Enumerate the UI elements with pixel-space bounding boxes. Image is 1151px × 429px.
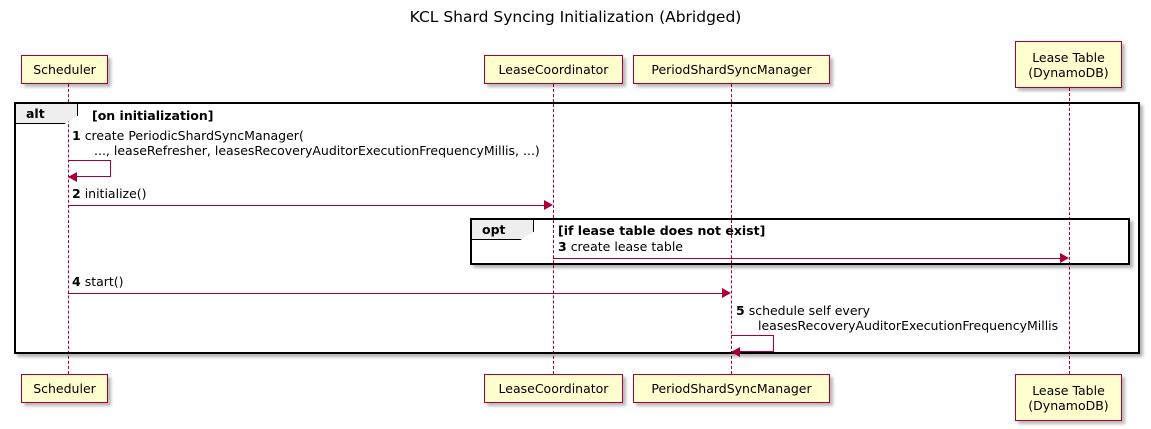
participant-label: Scheduler bbox=[33, 381, 96, 396]
participant-label: LeaseCoordinator bbox=[498, 62, 609, 77]
participant-label-line2: (DynamoDB) bbox=[1028, 64, 1109, 80]
lifeline-lease-table bbox=[1069, 88, 1070, 374]
participant-label: LeaseCoordinator bbox=[498, 381, 609, 396]
message-4-line bbox=[68, 293, 723, 294]
message-4-label: start() bbox=[84, 274, 124, 289]
fragment-opt-tab: opt bbox=[472, 220, 534, 240]
message-1-line1: 1 create PeriodicShardSyncManager( bbox=[72, 128, 540, 143]
message-3-text: 3 create lease table bbox=[558, 239, 683, 254]
participant-period-shard-sync-manager-bottom[interactable]: PeriodShardSyncManager bbox=[633, 374, 830, 403]
message-2-line bbox=[68, 205, 545, 206]
message-1-arrowhead bbox=[68, 172, 77, 182]
fragment-opt-keyword: opt bbox=[482, 222, 506, 237]
message-5-line2: leasesRecoveryAuditorExecutionFrequencyM… bbox=[758, 318, 1059, 333]
participant-label: Scheduler bbox=[33, 62, 96, 77]
message-3-label: create lease table bbox=[570, 239, 683, 254]
message-4-line1: 4 start() bbox=[72, 274, 124, 289]
lifeline-scheduler bbox=[68, 84, 69, 374]
message-5-self-loop bbox=[731, 335, 774, 352]
fragment-alt-tab: alt bbox=[16, 104, 78, 124]
message-5-arrowhead bbox=[731, 347, 740, 357]
message-5-number: 5 bbox=[736, 303, 745, 318]
message-3-line bbox=[553, 258, 1061, 259]
message-4-text: 4 start() bbox=[72, 274, 124, 289]
message-2-text: 2 initialize() bbox=[72, 186, 147, 201]
message-1-self-loop bbox=[68, 160, 111, 177]
message-1-text: 1 create PeriodicShardSyncManager( ..., … bbox=[72, 128, 540, 158]
message-1-number: 1 bbox=[72, 128, 81, 143]
participant-label: PeriodShardSyncManager bbox=[651, 62, 812, 77]
diagram-title: KCL Shard Syncing Initialization (Abridg… bbox=[409, 8, 742, 26]
fragment-alt-guard: [on initialization] bbox=[92, 108, 214, 123]
participant-lease-table-bottom[interactable]: Lease Table (DynamoDB) bbox=[1015, 374, 1122, 421]
message-2-arrowhead bbox=[544, 200, 553, 210]
message-1-line2: ..., leaseRefresher, leasesRecoveryAudit… bbox=[94, 143, 540, 158]
message-3-line1: 3 create lease table bbox=[558, 239, 683, 254]
message-2-label: initialize() bbox=[84, 186, 147, 201]
participant-scheduler-top[interactable]: Scheduler bbox=[21, 55, 108, 84]
message-4-arrowhead bbox=[722, 288, 731, 298]
participant-lease-table-top[interactable]: Lease Table (DynamoDB) bbox=[1015, 41, 1122, 88]
fragment-opt-guard: [if lease table does not exist] bbox=[558, 223, 766, 238]
message-5-line1: 5 schedule self every bbox=[736, 303, 1058, 318]
message-2-number: 2 bbox=[72, 186, 81, 201]
lifeline-period-shard-sync-manager bbox=[731, 84, 732, 374]
participant-lease-coordinator-top[interactable]: LeaseCoordinator bbox=[484, 55, 623, 84]
message-5-label-line1: schedule self every bbox=[748, 303, 871, 318]
participant-scheduler-bottom[interactable]: Scheduler bbox=[21, 374, 108, 403]
message-3-arrowhead bbox=[1060, 253, 1069, 263]
participant-period-shard-sync-manager-top[interactable]: PeriodShardSyncManager bbox=[633, 55, 830, 84]
participant-label-line1: Lease Table bbox=[1032, 49, 1105, 65]
message-5-text: 5 schedule self every leasesRecoveryAudi… bbox=[736, 303, 1058, 333]
message-4-number: 4 bbox=[72, 274, 81, 289]
participant-label-line1: Lease Table bbox=[1032, 382, 1105, 398]
fragment-alt-keyword: alt bbox=[26, 106, 45, 121]
message-1-label-line1: create PeriodicShardSyncManager( bbox=[84, 128, 304, 143]
fragment-alt bbox=[14, 102, 1140, 354]
participant-label: PeriodShardSyncManager bbox=[651, 381, 812, 396]
message-2-line1: 2 initialize() bbox=[72, 186, 147, 201]
fragment-opt bbox=[470, 218, 1130, 265]
participant-lease-coordinator-bottom[interactable]: LeaseCoordinator bbox=[484, 374, 623, 403]
lifeline-lease-coordinator bbox=[553, 84, 554, 374]
participant-label-line2: (DynamoDB) bbox=[1028, 397, 1109, 413]
message-3-number: 3 bbox=[558, 239, 567, 254]
